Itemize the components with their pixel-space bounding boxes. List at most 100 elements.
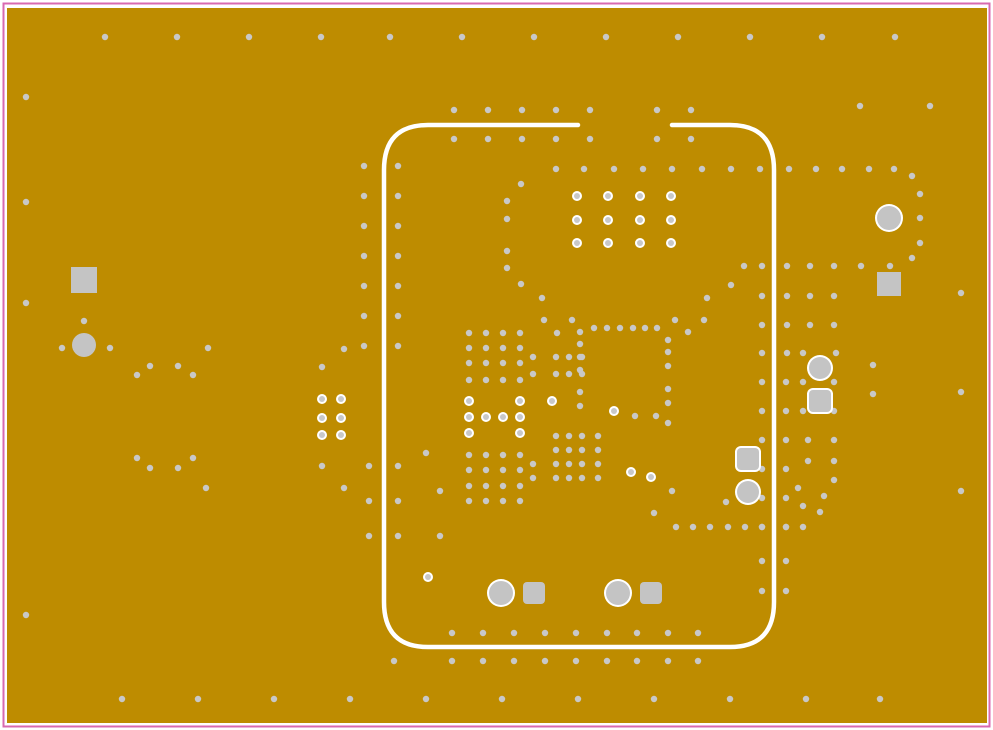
via-icon [594,460,602,468]
via-icon [806,292,814,300]
via-icon [317,33,325,41]
via-icon [318,462,326,470]
via-icon [574,695,582,703]
via-icon [782,465,790,473]
via-icon [499,376,507,384]
via-icon [552,106,560,114]
via-icon [499,359,507,367]
via-icon [22,198,30,206]
via-icon [856,102,864,110]
via-icon [783,292,791,300]
via-icon [574,240,580,246]
via-icon [498,695,506,703]
via-icon [594,432,602,440]
via-icon [360,192,368,200]
via-icon [672,523,680,531]
via-icon [499,451,507,459]
via-icon [465,482,473,490]
via-icon [586,106,594,114]
via-icon [908,172,916,180]
via-icon [516,466,524,474]
via-icon [758,321,766,329]
via-icon [576,340,584,348]
via-icon [482,344,490,352]
via-icon [758,262,766,270]
via-icon [830,262,838,270]
via-icon [641,324,649,332]
via-icon [637,193,643,199]
via-icon [890,165,898,173]
via-icon [782,523,790,531]
via-icon [466,430,472,436]
via-icon [926,102,934,110]
via-icon [394,252,402,260]
via-icon [783,262,791,270]
via-icon [706,523,714,531]
via-icon [830,292,838,300]
via-icon [484,106,492,114]
via-icon [578,446,586,454]
via-icon [394,192,402,200]
via-icon [820,492,828,500]
via-icon [482,466,490,474]
round-pad-icon [877,206,901,230]
via-icon [346,695,354,703]
via-icon [394,462,402,470]
rounded-square-pad-icon [809,390,831,412]
via-icon [517,414,523,420]
via-icon [360,162,368,170]
via-icon [782,587,790,595]
via-icon [578,460,586,468]
via-icon [838,165,846,173]
via-icon [648,474,654,480]
via-icon [133,454,141,462]
via-icon [516,344,524,352]
via-icon [516,376,524,384]
via-icon [499,344,507,352]
pad-group [71,204,903,607]
via-icon [552,474,560,482]
via-icon [664,399,672,407]
via-icon [529,474,537,482]
via-icon [394,282,402,290]
via-icon [22,299,30,307]
via-icon [517,398,523,404]
via-icon [804,457,812,465]
via-icon [816,508,824,516]
via-icon [552,370,560,378]
via-icon [637,240,643,246]
via-icon [22,611,30,619]
via-icon [538,294,546,302]
via-icon [552,446,560,454]
via-icon [908,254,916,262]
via-icon [857,262,865,270]
via-icon [565,370,573,378]
via-icon [503,247,511,255]
via-icon [338,396,344,402]
via-icon [465,344,473,352]
via-icon [687,106,695,114]
via-icon [549,398,555,404]
via-icon [794,484,802,492]
via-icon [174,464,182,472]
via-icon [812,165,820,173]
via-icon [602,33,610,41]
via-icon [758,523,766,531]
via-icon [479,657,487,665]
via-icon [503,264,511,272]
via-icon [189,371,197,379]
via-icon [799,502,807,510]
via-icon [540,316,548,324]
via-icon [101,33,109,41]
via-icon [503,197,511,205]
via-icon [466,398,472,404]
via-icon [740,262,748,270]
via-icon [394,312,402,320]
via-icon [58,344,66,352]
via-icon [436,487,444,495]
via-icon [338,415,344,421]
via-icon [694,657,702,665]
via-icon [869,361,877,369]
round-pad-icon [809,357,831,379]
